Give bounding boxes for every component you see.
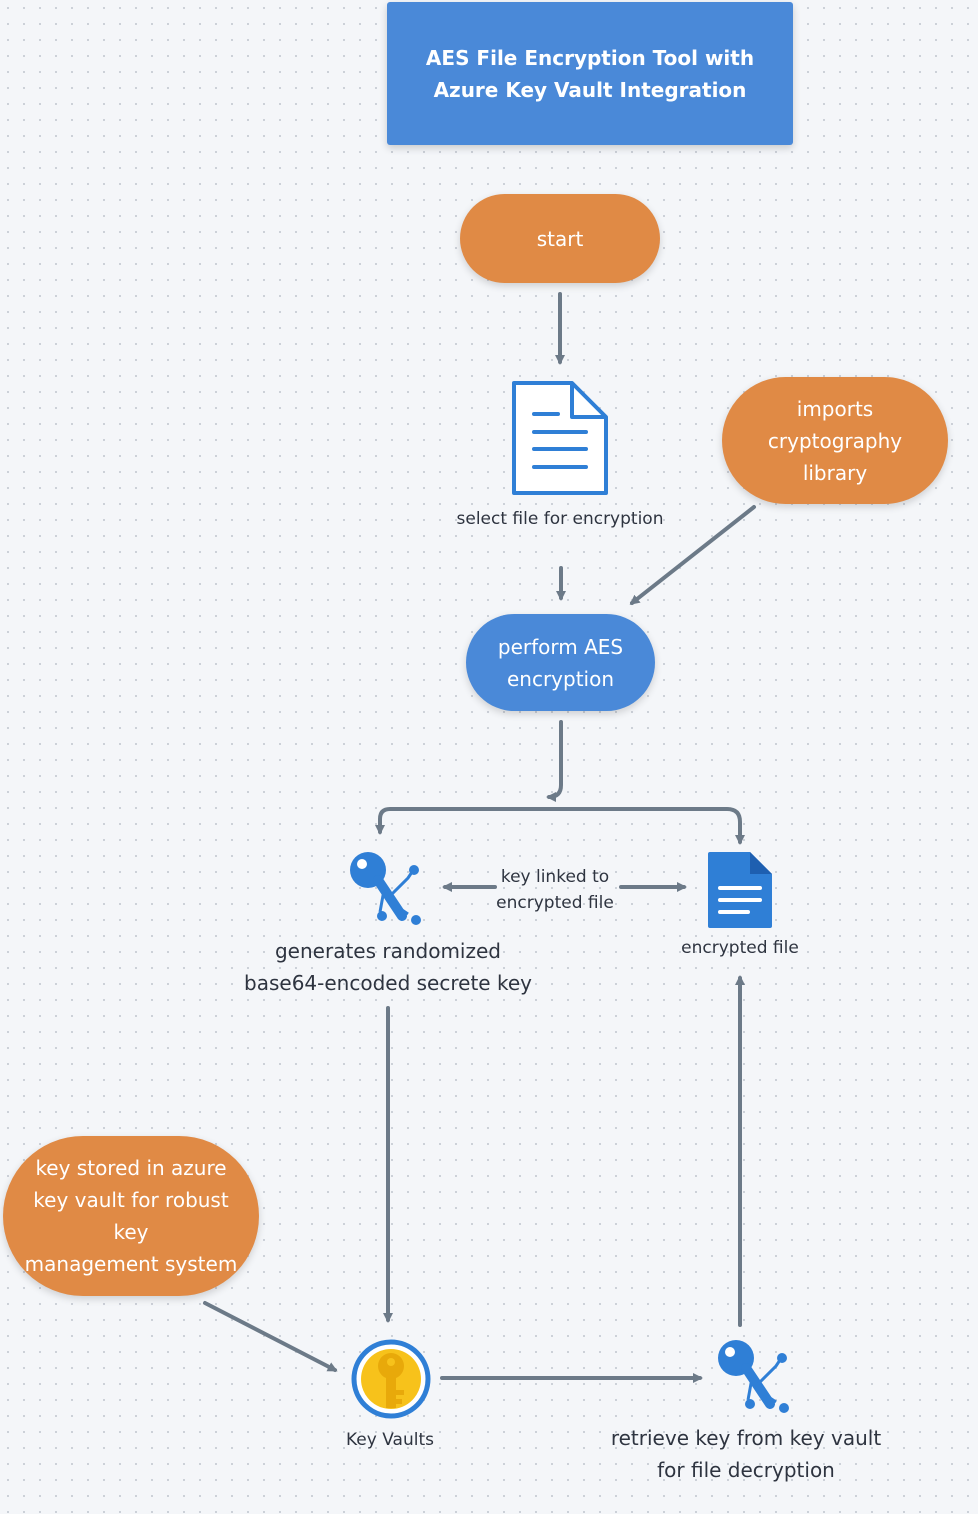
key-vault-icon xyxy=(351,1339,431,1419)
key-stored-line-4: management system xyxy=(24,1252,238,1276)
key-stored-line-1: key stored in azure xyxy=(35,1156,227,1180)
arrow-aes-to-split xyxy=(546,720,563,802)
start-label: start xyxy=(536,226,584,251)
imports-line-1: imports xyxy=(796,396,874,421)
document-icon xyxy=(512,381,608,495)
select-file-label: select file for encryption xyxy=(456,509,664,529)
aes-line-1: perform AES xyxy=(497,634,624,659)
start-node: start xyxy=(460,194,660,283)
key-icon xyxy=(350,852,421,925)
title-line-1: AES File Encryption Tool with xyxy=(425,45,755,70)
imports-line-3: library xyxy=(802,460,868,485)
generate-key-label: generates randomized base64-encoded secr… xyxy=(210,935,566,999)
imports-library-node: imports cryptography library xyxy=(722,377,948,504)
key-link-label: key linked to encrypted file xyxy=(480,864,630,916)
key-link-line-2: encrypted file xyxy=(496,893,614,913)
retrieve-key-line-1: retrieve key from key vault xyxy=(610,1426,882,1450)
arrow-imports-to-aes xyxy=(629,505,756,605)
encrypted-file-icon xyxy=(708,852,772,928)
key-vaults-label: Key Vaults xyxy=(346,1430,434,1450)
imports-line-2: cryptography xyxy=(767,428,903,453)
retrieve-key-icon xyxy=(718,1340,789,1413)
encrypted-file-label: encrypted file xyxy=(681,938,799,958)
key-stored-line-2: key vault for robust xyxy=(33,1188,229,1212)
aes-line-2: encryption xyxy=(506,666,615,691)
key-stored-node: key stored in azure key vault for robust… xyxy=(3,1136,259,1296)
retrieve-key-label: retrieve key from key vault for file dec… xyxy=(596,1422,896,1486)
retrieve-key-line-2: for file decryption xyxy=(657,1458,835,1482)
arrow-stored-to-vault xyxy=(203,1301,338,1372)
perform-aes-node: perform AES encryption xyxy=(466,614,655,711)
key-link-line-1: key linked to xyxy=(500,867,610,887)
generate-key-line-2: base64-encoded secrete key xyxy=(244,971,532,995)
arrow-split-left xyxy=(375,807,550,835)
title-line-2: Azure Key Vault Integration xyxy=(433,77,747,102)
arrow-split-right xyxy=(546,807,745,845)
generate-key-line-1: generates randomized xyxy=(274,939,501,963)
diagram-title: AES File Encryption Tool with Azure Key … xyxy=(387,2,793,145)
key-stored-line-3: key xyxy=(113,1220,149,1244)
